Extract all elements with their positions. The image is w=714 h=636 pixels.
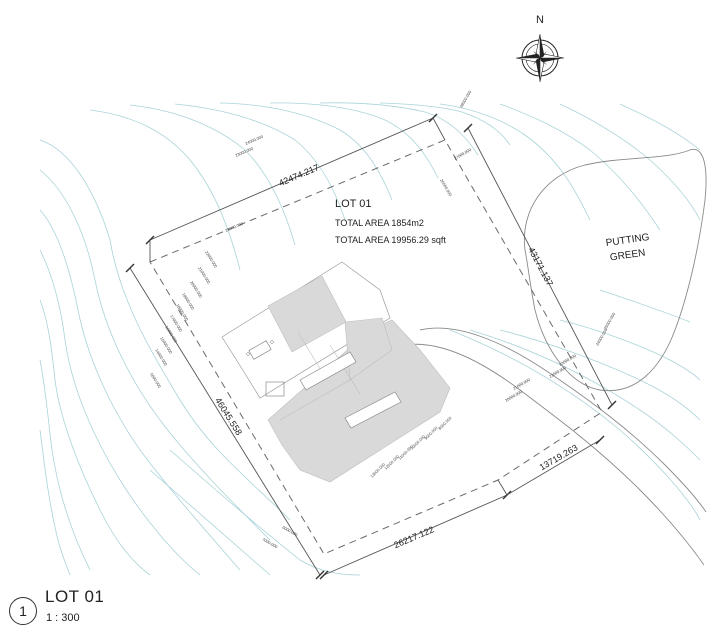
putting-green-outline [523, 148, 707, 392]
contour-label: 28000.000 [459, 89, 473, 109]
contour-label: 25000.000 [603, 311, 617, 331]
dimension-bottom: 26217.122 [392, 524, 435, 550]
putting-green-label-1: PUTTING [605, 232, 650, 249]
drawing-scale: 1 : 300 [46, 612, 80, 624]
contour-label: 26000.000 [439, 178, 453, 198]
contour-label: 23000.000 [224, 221, 244, 233]
contour-label: 23000.000 [234, 146, 254, 158]
contour-label: 14000.000 [154, 348, 169, 367]
dimension-bottom-right: 13719.263 [538, 442, 580, 472]
lot-boundary [149, 139, 603, 555]
dimension-top: 42474.217 [277, 162, 320, 188]
dimension-left: 46045.558 [213, 396, 244, 437]
contour-label: 24000.000 [595, 327, 609, 347]
contour-lines [39, 102, 701, 576]
lot-area-m2: TOTAL AREA 1854m2 [335, 218, 424, 228]
dimension-lines [125, 113, 617, 580]
north-label: N [536, 14, 544, 26]
contour-label: 24000.000 [244, 134, 264, 146]
stair-icon [265, 381, 285, 397]
contour-label: 21000.000 [512, 377, 532, 391]
lot-area-sqft: TOTAL AREA 19956.29 sqft [335, 235, 446, 245]
contour-label: 5000.000 [149, 372, 162, 389]
access-road [404, 327, 707, 566]
contour-label: 20000.000 [189, 280, 204, 299]
dining-table-icon [246, 340, 274, 360]
contour-label: 27000.000 [453, 147, 473, 161]
contour-label: 21000.000 [197, 266, 212, 285]
contour-label: 13000.000 [369, 461, 386, 478]
putting-green-label-2: GREEN [609, 248, 646, 264]
building-footprint [221, 261, 451, 483]
dimension-right: 43171.137 [526, 245, 555, 287]
contour-label: 22000.000 [204, 250, 219, 269]
skylight-2 [344, 391, 402, 429]
contour-label: 8000.000 [437, 415, 453, 431]
contour-label: 7000.000 [262, 537, 280, 550]
drawing-title: LOT 01 [45, 587, 105, 606]
drawing-number-bubble: 1 [9, 597, 37, 625]
contour-label: 22000.000 [548, 365, 568, 379]
skylight-1 [299, 351, 357, 391]
north-arrow: N [515, 14, 565, 83]
lot-name: LOT 01 [335, 198, 372, 210]
